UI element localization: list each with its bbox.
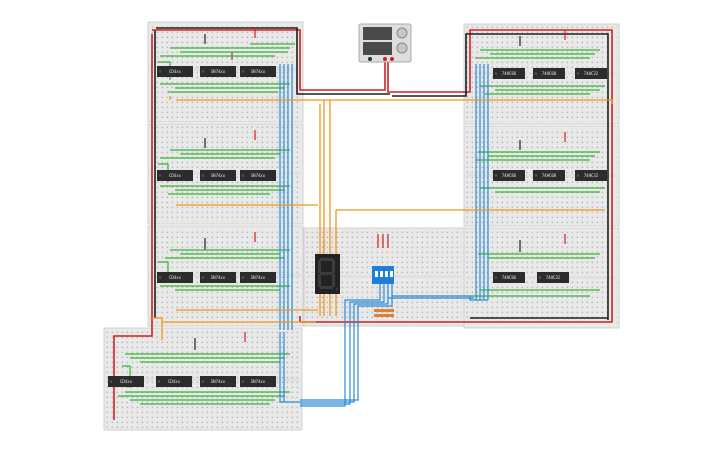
ic-chip-label: 74HC08 (542, 173, 557, 178)
ic-chip: 74HC08 (533, 170, 565, 181)
ic-chip-label: 74HC32 (584, 71, 599, 76)
ic-chip-label: CD4xx (169, 173, 182, 178)
ic-chip: CD4xx (156, 376, 192, 387)
ic-chip: 74HC86 (493, 170, 525, 181)
power-wire-red-top-right (387, 29, 613, 322)
ic-chip-label: SN74xx (211, 173, 226, 178)
ic-chip: CD4xx (157, 272, 193, 283)
ic-chip: 74HC08 (533, 68, 565, 79)
ic-chip: SN74xx (200, 272, 236, 283)
blue-wires (279, 64, 489, 407)
dip-switch-icon[interactable] (372, 266, 394, 284)
ic-chip-label: CD4xx (168, 379, 181, 384)
ic-chip-label: SN74xx (251, 379, 266, 384)
power-wire-black-top-right (392, 33, 609, 320)
ic-chip-label: CD4xx (169, 69, 182, 74)
ic-chip: 74HC32 (537, 272, 569, 283)
power-wire-red-left (113, 34, 153, 420)
ic-chip: CD4xx (108, 376, 144, 387)
ic-chip-label: SN74xx (211, 69, 226, 74)
ic-chip: SN74xx (240, 376, 276, 387)
ic-chip: CD4xx (157, 66, 193, 77)
ic-chip-label: SN74xx (211, 275, 226, 280)
ic-chip: 74HC32 (575, 68, 607, 79)
ic-chip-label: SN74xx (251, 173, 266, 178)
ic-chip-label: 74HC08 (542, 71, 557, 76)
ic-chip-label: SN74xx (211, 379, 226, 384)
ic-chip: SN74xx (200, 376, 236, 387)
ic-chip: 74HC86 (493, 68, 525, 79)
breadboards (103, 21, 620, 431)
ic-chip: SN74xx (200, 66, 236, 77)
ic-chip: SN74xx (240, 66, 276, 77)
ic-chip: SN74xx (240, 272, 276, 283)
ic-chip-label: CD4xx (169, 275, 182, 280)
ic-chip-label: 74HC86 (502, 275, 517, 280)
power-supply-icon[interactable] (358, 23, 412, 63)
green-wires (118, 43, 605, 405)
ic-chip-label: 74HC32 (546, 275, 561, 280)
ic-chip: 74HC86 (493, 272, 525, 283)
power-wire-red-top-left (152, 29, 386, 91)
ic-chip-label: 74HC32 (584, 173, 599, 178)
ic-chip: CD4xx (157, 170, 193, 181)
ic-chip: SN74xx (200, 170, 236, 181)
ic-chip-label: 74HC86 (502, 71, 517, 76)
ic-chip-label: CD4xx (120, 379, 133, 384)
power-wire-black-top-left (156, 27, 390, 95)
ic-chip-label: SN74xx (251, 275, 266, 280)
ic-chip: SN74xx (240, 170, 276, 181)
ic-chip-label: SN74xx (251, 69, 266, 74)
breadboard-left-1 (147, 21, 304, 123)
ic-chip: 74HC32 (575, 170, 607, 181)
power-wiring (113, 27, 613, 420)
ic-chip-label: 74HC86 (502, 173, 517, 178)
resistor-array (374, 309, 394, 317)
seven-segment-display-icon (315, 254, 340, 294)
